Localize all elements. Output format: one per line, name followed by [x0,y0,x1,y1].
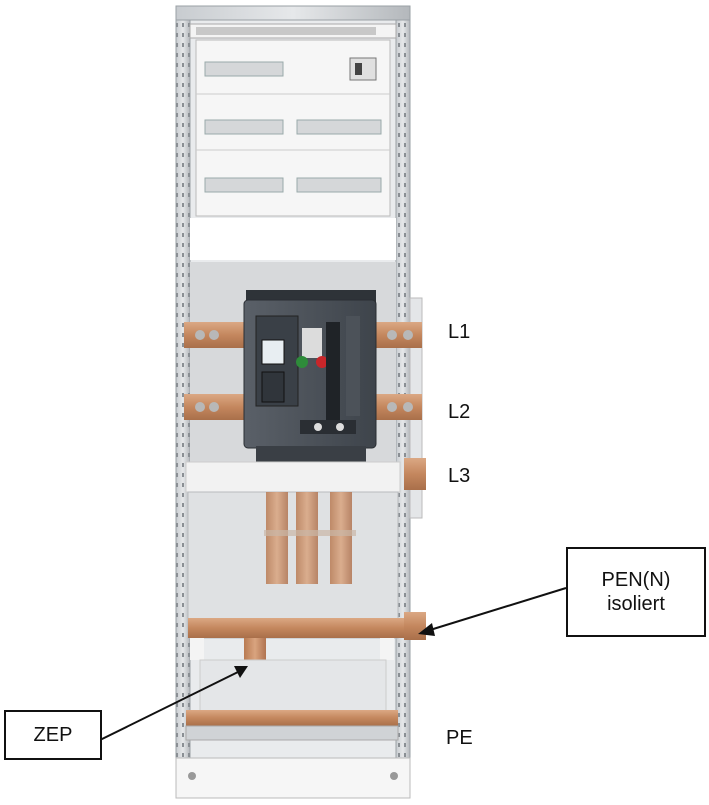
zep-callout-box: ZEP [4,710,102,760]
vertical-bar-1 [266,492,288,584]
breaker-display [261,339,285,365]
lower-compartment [187,491,399,639]
pen-callout-line2: isoliert [607,593,665,615]
frame-top-rail [175,5,411,21]
label-pe: PE [446,727,473,749]
vertical-bar-3 [330,492,352,584]
zep-leader-line [99,671,239,741]
base-plinth [175,757,411,799]
din-rail [204,61,284,77]
vertical-bar-2 [296,492,318,584]
pen-leader-line [429,587,567,631]
pen-callout-line1: PEN(N) [601,569,671,591]
breaker-handle-slot [326,322,340,422]
zep-arrowhead [234,666,248,678]
pen-busbar [188,618,420,638]
pe-busbar [186,710,398,726]
zep-callout-text: ZEP [33,724,73,746]
on-button [296,356,308,368]
off-button [316,356,328,368]
pen-arrowhead [418,623,435,636]
breaker-label-plate [302,328,322,358]
label-l3: L3 [448,465,471,487]
pen-callout-box: PEN(N) isoliert [566,547,706,637]
label-l2: L2 [448,401,471,423]
busbar-l3-right [404,458,426,490]
socket-module [349,57,377,81]
label-l1: L1 [448,321,471,343]
